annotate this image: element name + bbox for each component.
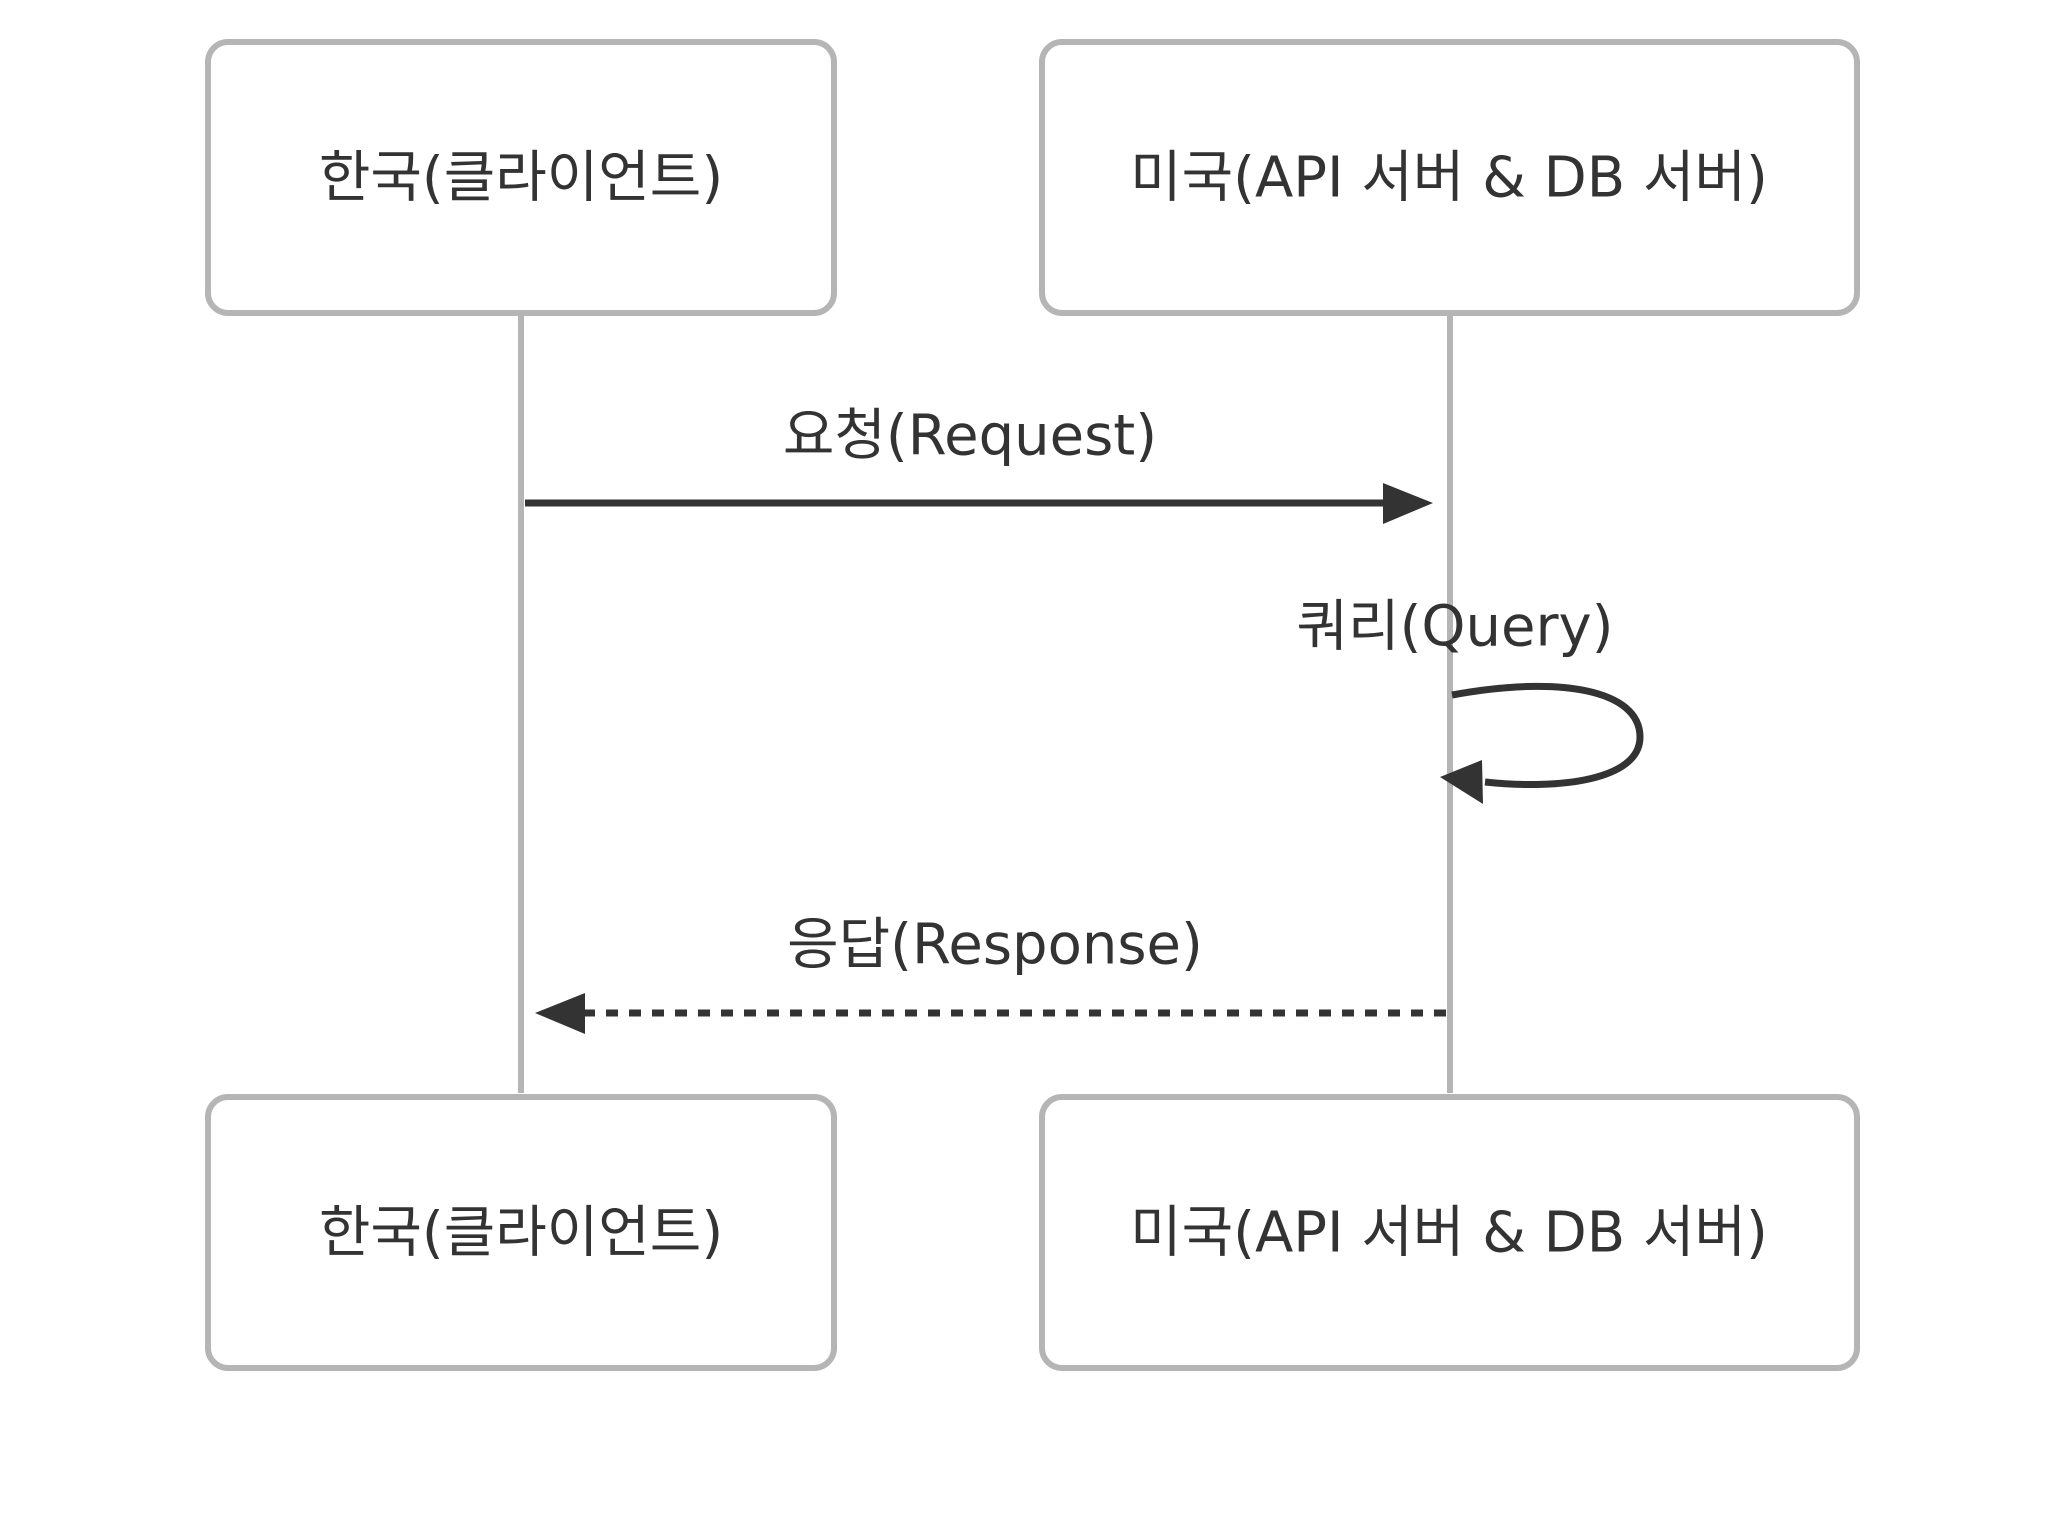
request-arrowhead — [1383, 483, 1433, 524]
query-arrowhead — [1440, 760, 1483, 804]
server-participant-top: 미국(API 서버 & DB 서버) — [1039, 39, 1860, 316]
response-arrowhead — [535, 993, 585, 1034]
server-participant-bottom-label: 미국(API 서버 & DB 서버) — [1130, 1201, 1768, 1266]
server-participant-bottom: 미국(API 서버 & DB 서버) — [1039, 1094, 1860, 1371]
client-participant-bottom: 한국(클라이언트) — [205, 1094, 837, 1371]
response-message: 응답(Response) — [535, 913, 1446, 1034]
query-message-label: 쿼리(Query) — [1297, 595, 1614, 660]
client-participant-bottom-label: 한국(클라이언트) — [319, 1201, 723, 1266]
client-participant-top: 한국(클라이언트) — [205, 39, 837, 316]
query-loop-path — [1451, 682, 1644, 789]
query-message: 쿼리(Query) — [1297, 595, 1644, 804]
client-participant-top-label: 한국(클라이언트) — [319, 146, 723, 211]
request-message: 요청(Request) — [525, 404, 1433, 524]
server-participant-top-label: 미국(API 서버 & DB 서버) — [1130, 146, 1768, 211]
request-message-label: 요청(Request) — [783, 404, 1157, 469]
response-message-label: 응답(Response) — [787, 913, 1203, 978]
